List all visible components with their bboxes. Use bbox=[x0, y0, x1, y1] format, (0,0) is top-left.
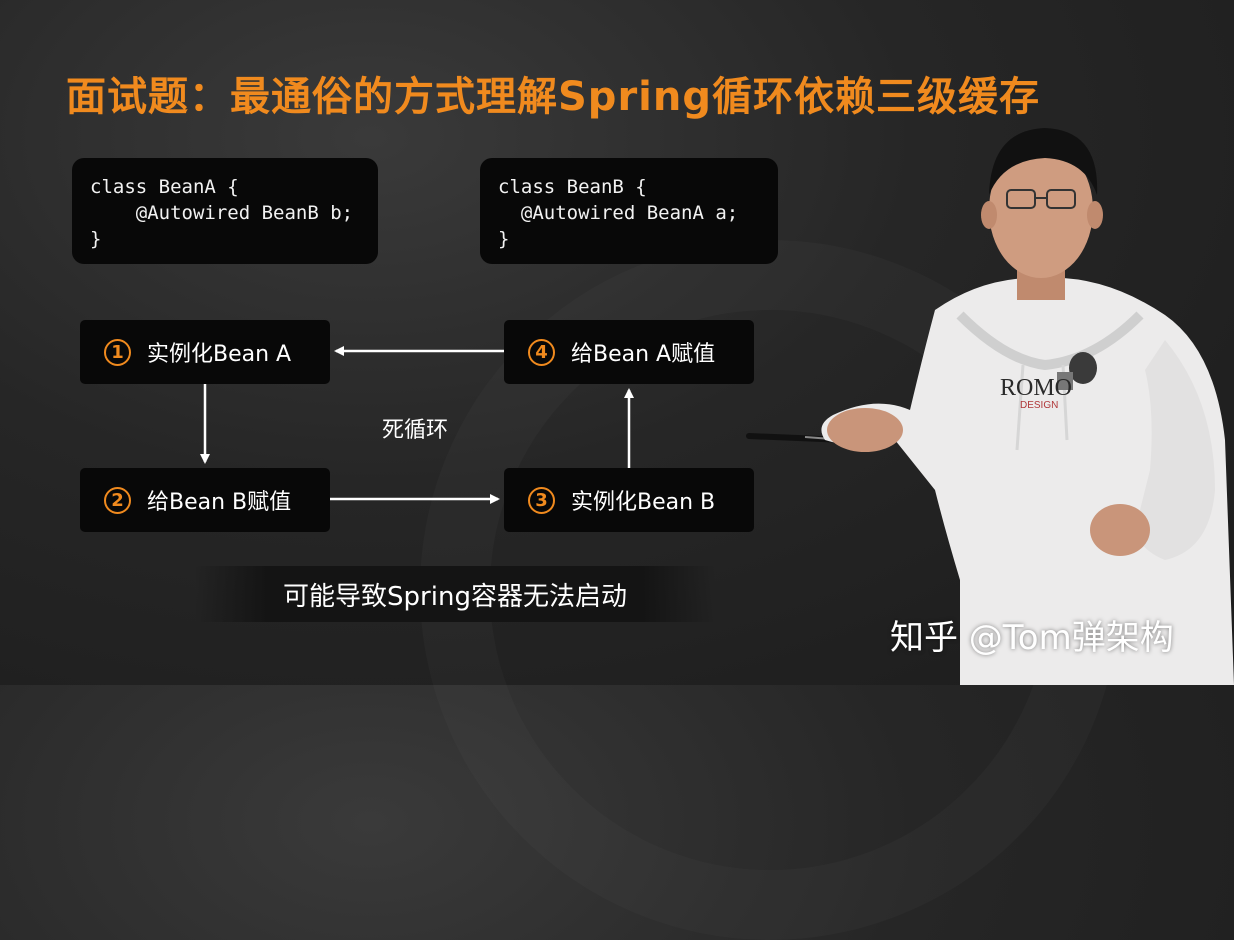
watermark: 知乎 @Tom弹架构 bbox=[890, 618, 1174, 658]
dead-loop-label: 死循环 bbox=[382, 418, 449, 443]
presenter-image: ROMO DESIGN bbox=[746, 128, 1234, 685]
step-instantiate-bean-b: 3 实例化Bean B bbox=[504, 468, 754, 532]
step-label: 实例化Bean A bbox=[147, 342, 292, 367]
shirt-print-subtext: DESIGN bbox=[1020, 400, 1058, 411]
code-block-bean-a: class BeanA { @Autowired BeanB b; } bbox=[72, 158, 378, 264]
flow-arrows bbox=[200, 346, 634, 504]
step-number-badge: 1 bbox=[104, 338, 131, 366]
step-label: 给Bean A赋值 bbox=[571, 342, 716, 367]
conclusion-banner: 可能导致Spring容器无法启动 bbox=[195, 566, 715, 622]
step-number-badge: 2 bbox=[104, 486, 131, 514]
code-block-bean-b: class BeanB { @Autowired BeanA a; } bbox=[480, 158, 778, 264]
step-assign-bean-a: 4 给Bean A赋值 bbox=[504, 320, 754, 384]
step-label: 实例化Bean B bbox=[571, 490, 716, 515]
step-number-badge: 4 bbox=[528, 338, 555, 366]
slide-title: 面试题：最通俗的方式理解Spring循环依赖三级缓存 bbox=[66, 74, 1040, 120]
conclusion-text: 可能导致Spring容器无法启动 bbox=[283, 581, 627, 612]
step-label: 给Bean B赋值 bbox=[147, 490, 292, 515]
shirt-print-text: ROMO bbox=[1000, 375, 1072, 401]
step-instantiate-bean-a: 1 实例化Bean A bbox=[80, 320, 330, 384]
step-number-badge: 3 bbox=[528, 486, 555, 514]
step-assign-bean-b: 2 给Bean B赋值 bbox=[80, 468, 330, 532]
